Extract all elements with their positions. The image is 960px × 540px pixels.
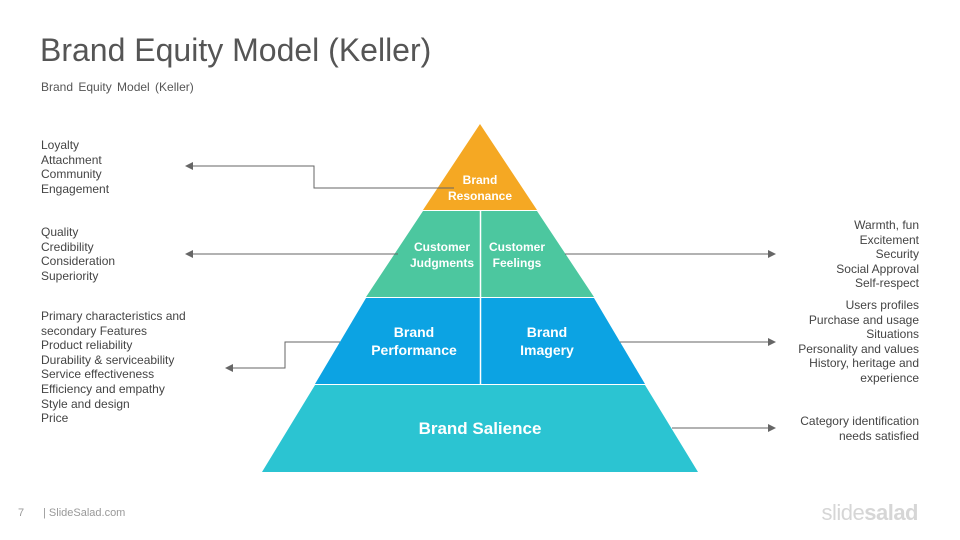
- list-item: Durability & serviceability: [41, 352, 175, 367]
- list-item: Superiority: [41, 268, 99, 283]
- page-subtitle: Brand Equity Model (Keller): [41, 80, 194, 94]
- resonance-label-2: Resonance: [448, 189, 512, 203]
- page-title: Brand Equity Model (Keller): [40, 32, 432, 68]
- list-item: Loyalty: [41, 138, 80, 152]
- performance-label-2: Performance: [371, 342, 457, 358]
- judgments-label-2: Judgments: [410, 256, 474, 270]
- feelings-label-1: Customer: [489, 240, 545, 254]
- resonance-attributes-list: Loyalty Attachment Community Engagement: [41, 138, 109, 196]
- salience-layer: [262, 385, 698, 472]
- list-item: Social Approval: [836, 261, 919, 276]
- list-item: experience: [860, 370, 919, 385]
- salience-attributes-list: Category identification needs satisfied: [800, 414, 919, 443]
- list-item: Product reliability: [41, 338, 133, 353]
- logo-bold-text: salad: [864, 500, 918, 525]
- salience-label: Brand Salience: [419, 419, 542, 438]
- imagery-label-2: Imagery: [520, 342, 574, 358]
- list-item: Quality: [41, 225, 79, 239]
- list-item: Attachment: [41, 152, 102, 167]
- feelings-attributes-list: Warmth, fun Excitement Security Social A…: [836, 218, 919, 291]
- list-item: Self-respect: [854, 276, 919, 291]
- judgments-attributes-list: Quality Credibility Consideration Superi…: [41, 225, 115, 283]
- list-item: History, heritage and: [809, 356, 919, 371]
- page-number: 7: [18, 507, 25, 519]
- list-item: Category identification: [800, 414, 919, 428]
- imagery-attributes-list: Users profiles Purchase and usage Situat…: [798, 298, 919, 386]
- list-item: Price: [41, 411, 69, 426]
- resonance-label-1: Brand: [463, 173, 498, 187]
- list-item: Efficiency and empathy: [41, 381, 165, 396]
- performance-connector-arrow: [225, 341, 340, 372]
- logo-light-text: slide: [821, 500, 865, 525]
- list-item: Community: [41, 167, 102, 182]
- performance-attributes-list: Primary characteristics and secondary Fe…: [41, 309, 186, 426]
- list-item: Warmth, fun: [854, 218, 919, 232]
- performance-label-1: Brand: [394, 324, 434, 340]
- list-item: Security: [875, 247, 919, 262]
- list-item: Users profiles: [845, 298, 919, 312]
- resonance-connector-arrow: [185, 162, 454, 189]
- footer-site-link[interactable]: | SlideSalad.com: [43, 507, 126, 519]
- list-item: needs satisfied: [838, 428, 919, 443]
- list-item: Purchase and usage: [808, 312, 919, 327]
- list-item: secondary Features: [41, 323, 148, 338]
- slidesalad-logo: slidesalad: [821, 500, 918, 526]
- list-item: Engagement: [41, 181, 110, 196]
- imagery-label-1: Brand: [527, 324, 567, 340]
- feelings-label-2: Feelings: [493, 256, 542, 270]
- list-item: Personality and values: [798, 341, 919, 356]
- list-item: Style and design: [41, 396, 130, 411]
- list-item: Credibility: [41, 239, 94, 254]
- list-item: Excitement: [859, 232, 919, 247]
- list-item: Consideration: [41, 254, 116, 269]
- list-item: Primary characteristics and: [41, 309, 186, 323]
- list-item: Situations: [866, 327, 919, 342]
- list-item: Service effectiveness: [41, 367, 155, 382]
- judgments-label-1: Customer: [414, 240, 470, 254]
